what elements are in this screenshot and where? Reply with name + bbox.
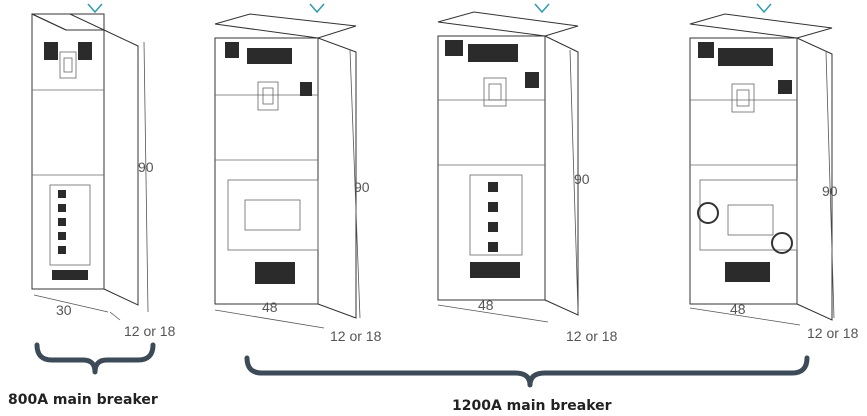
width-label: 48 [262, 299, 278, 315]
fan-icon [771, 232, 793, 254]
width-label: 48 [730, 301, 746, 317]
group-label-1200a: 1200A main breaker [452, 398, 612, 414]
pointer-arrow [309, 3, 325, 14]
group-label-800a: 800A main breaker [8, 392, 158, 408]
breaker-stack [58, 190, 66, 254]
top-pointers [87, 3, 772, 14]
depth-label: 12 or 18 [124, 323, 176, 339]
group-brace-1200a [244, 355, 810, 388]
width-label: 48 [478, 297, 494, 313]
pointer-arrow [87, 3, 103, 14]
height-label: 90 [354, 179, 370, 195]
breaker-stack [488, 182, 498, 252]
height-label: 90 [822, 183, 838, 199]
height-label: 90 [138, 159, 154, 175]
group-brace-800a [34, 342, 156, 375]
cabinet-48-wide-3: 90 48 12 or 18 [689, 13, 859, 341]
depth-label: 12 or 18 [566, 328, 618, 344]
fan-icon [697, 202, 719, 224]
pointer-arrow [534, 3, 550, 14]
pointer-arrow [756, 3, 772, 14]
cabinet-48-wide-2: 90 48 12 or 18 [437, 11, 618, 344]
depth-label: 12 or 18 [807, 325, 859, 341]
width-label: 30 [56, 302, 72, 318]
depth-label: 12 or 18 [330, 328, 382, 344]
cabinet-30-wide: 90 30 12 or 18 [31, 13, 176, 339]
cabinet-48-wide-1: 90 48 12 or 18 [214, 13, 382, 344]
height-label: 90 [574, 171, 590, 187]
